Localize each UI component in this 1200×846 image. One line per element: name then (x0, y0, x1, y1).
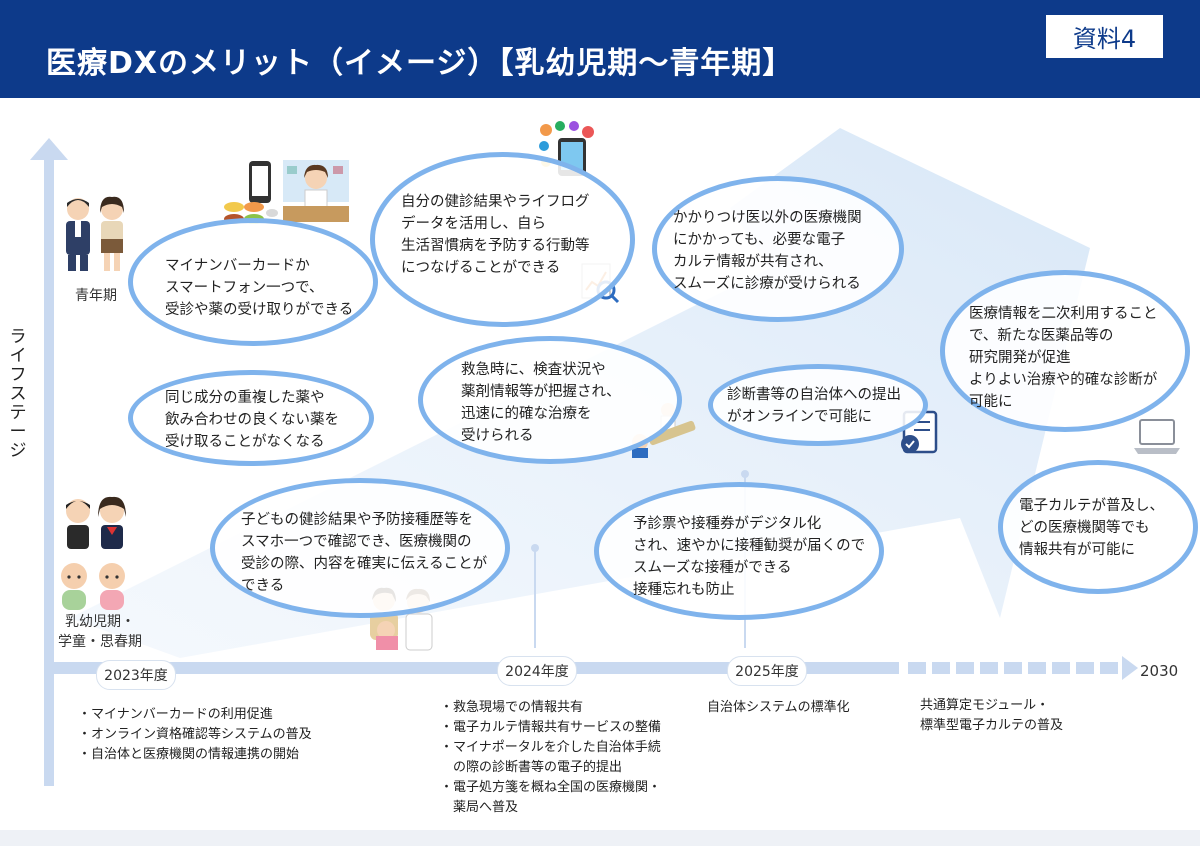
bubble-text: 診断書等の自治体への提出 (727, 387, 901, 403)
stage-label-child-1: 乳幼児期・ (65, 614, 135, 630)
bubble-text: 予診票や接種券がデジタル化 (633, 516, 822, 532)
benefit-bubble-ehr-adoption: 電子カルテが普及し、 どの医療機関等でも 情報共有が可能に (998, 460, 1198, 594)
bubble-text: 受診や薬の受け取りができる (165, 302, 354, 318)
bubble-text: にかかっても、必要な電子 (673, 232, 846, 248)
milestone-item: 共通算定モジュール・ (920, 698, 1050, 713)
x-axis-dashes (908, 662, 1118, 674)
bubble-text: 医療情報を二次利用すること (969, 306, 1158, 322)
bubble-text: スマートフォン一つで、 (165, 280, 324, 296)
bubble-text: 受け取ることがなくなる (165, 434, 325, 450)
laptop-icon (1134, 419, 1180, 454)
young-adults-icon (66, 196, 124, 271)
benefit-bubble-secondary-use: 医療情報を二次利用すること で、新たな医薬品等の 研究開発が促進 よりよい治療や… (940, 270, 1190, 432)
x-axis-shaft (44, 662, 899, 674)
bubble-text: 接種忘れも防止 (633, 582, 735, 598)
bubble-text: 救急時に、検査状況や (461, 362, 606, 378)
benefit-bubble-online-certificate: 診断書等の自治体への提出 がオンラインで可能に (708, 364, 928, 446)
milestone-item: の際の診断書等の電子的提出 (440, 760, 623, 775)
bubble-text: 生活習慣病を予防する行動等 (401, 238, 590, 254)
year-2023: 2023年度 (96, 660, 176, 690)
smartphone-icon (249, 161, 271, 203)
y-axis-label: ライフステージ (9, 327, 27, 461)
bubble-text: スマホ一つで確認でき、医療機関の (241, 534, 472, 550)
children-icon (66, 496, 126, 549)
bubble-text: 受診の際、内容を確実に伝えることが (241, 556, 488, 572)
milestone-item: ・マイナポータルを介した自治体手続 (440, 740, 661, 755)
bubble-text: 電子カルテが普及し、 (1019, 498, 1164, 514)
document-number-badge: 資料4 (1044, 13, 1165, 60)
benefit-bubble-ehr-sharing: かかりつけ医以外の医療機関 にかかっても、必要な電子 カルテ情報が共有され、 ス… (652, 176, 904, 322)
bubble-text: かかりつけ医以外の医療機関 (673, 210, 862, 226)
milestone-item: 自治体システムの標準化 (707, 700, 850, 715)
milestone-item: ・マイナンバーカードの利用促進 (78, 707, 273, 722)
bubble-text: データを活用し、自ら (401, 216, 546, 232)
bubble-text: 情報共有が可能に (1019, 542, 1135, 558)
bubble-text: 迅速に的確な治療を (461, 406, 592, 422)
bubble-text: カルテ情報が共有され、 (673, 254, 833, 270)
bubble-text: 研究開発が促進 (969, 350, 1071, 366)
bubble-text: され、速やかに接種勧奨が届くので (633, 538, 866, 554)
bubble-text: 子どもの健診結果や予防接種歴等を (241, 512, 473, 528)
bubble-text: どの医療機関等でも (1019, 520, 1150, 536)
milestone-item: ・救急現場での情報共有 (440, 700, 584, 715)
benefit-bubble-lifelog: 自分の健診結果やライフログ データを活用し、自ら 生活習慣病を予防する行動等 に… (370, 152, 635, 327)
bubble-text: 同じ成分の重複した薬や (165, 390, 325, 406)
benefit-bubble-child-health-records: 子どもの健診結果や予防接種歴等を スマホ一つで確認でき、医療機関の 受診の際、内… (210, 478, 510, 618)
milestone-item: 薬局へ普及 (440, 800, 519, 815)
stage-label-child-2: 学童・思春期 (58, 634, 142, 650)
year-2025: 2025年度 (727, 656, 807, 686)
benefit-bubble-vaccination: 予診票や接種券がデジタル化 され、速やかに接種勧奨が届くので スムーズな接種がで… (594, 482, 884, 620)
x-axis-arrowhead (1122, 656, 1138, 680)
y-axis-arrowhead (30, 138, 68, 160)
babies-icon (61, 563, 125, 610)
benefit-bubble-emergency: 救急時に、検査状況や 薬剤情報等が把握され、 迅速に的確な治療を 受けられる (418, 336, 682, 464)
year-2024: 2024年度 (497, 656, 577, 686)
bubble-text: 受けられる (461, 428, 534, 444)
milestone-item: ・電子処方箋を概ね全国の医療機関・ (440, 780, 662, 795)
milestone-item: ・オンライン資格確認等システムの普及 (78, 727, 312, 742)
header-banner: 医療DXのメリット（イメージ）【乳幼児期～青年期】 (0, 0, 1200, 98)
bubble-text: スムーズに診療が受けられる (673, 276, 861, 292)
benefit-bubble-duplicate-medicine: 同じ成分の重複した薬や 飲み合わせの良くない薬を 受け取ることがなくなる (128, 370, 374, 466)
bubble-text: につなげることができる (401, 260, 561, 276)
bubble-text: 飲み合わせの良くない薬を (165, 412, 339, 428)
bubble-text: 自分の健診結果やライフログ (401, 194, 590, 210)
bubble-text: できる (241, 578, 285, 594)
stage-label-young-adult: 青年期 (75, 288, 117, 304)
bubble-text: よりよい治療や的確な診断が (969, 372, 1158, 388)
bubble-text: 薬剤情報等が把握され、 (461, 384, 621, 400)
bubble-text: スムーズな接種ができる (633, 560, 792, 576)
benefit-bubble-card-or-phone: マイナンバーカードか スマートフォン一つで、 受診や薬の受け取りができる (128, 218, 378, 346)
bubble-text: 可能に (969, 394, 1013, 410)
milestone-item: ・自治体と医療機関の情報連携の開始 (78, 747, 300, 762)
milestone-item: 標準型電子カルテの普及 (920, 718, 1064, 733)
footer-band (0, 830, 1200, 846)
pharmacist-icon (283, 160, 349, 222)
bubble-text: がオンラインで可能に (727, 409, 872, 425)
bubble-text: で、新たな医薬品等の (969, 328, 1114, 344)
page-title: 医療DXのメリット（イメージ）【乳幼児期～青年期】 (46, 46, 794, 81)
bubble-text: マイナンバーカードか (165, 258, 310, 274)
year-2030: 2030 (1140, 662, 1179, 680)
milestone-item: ・電子カルテ情報共有サービスの整備 (440, 720, 662, 735)
y-axis-shaft (44, 158, 54, 786)
